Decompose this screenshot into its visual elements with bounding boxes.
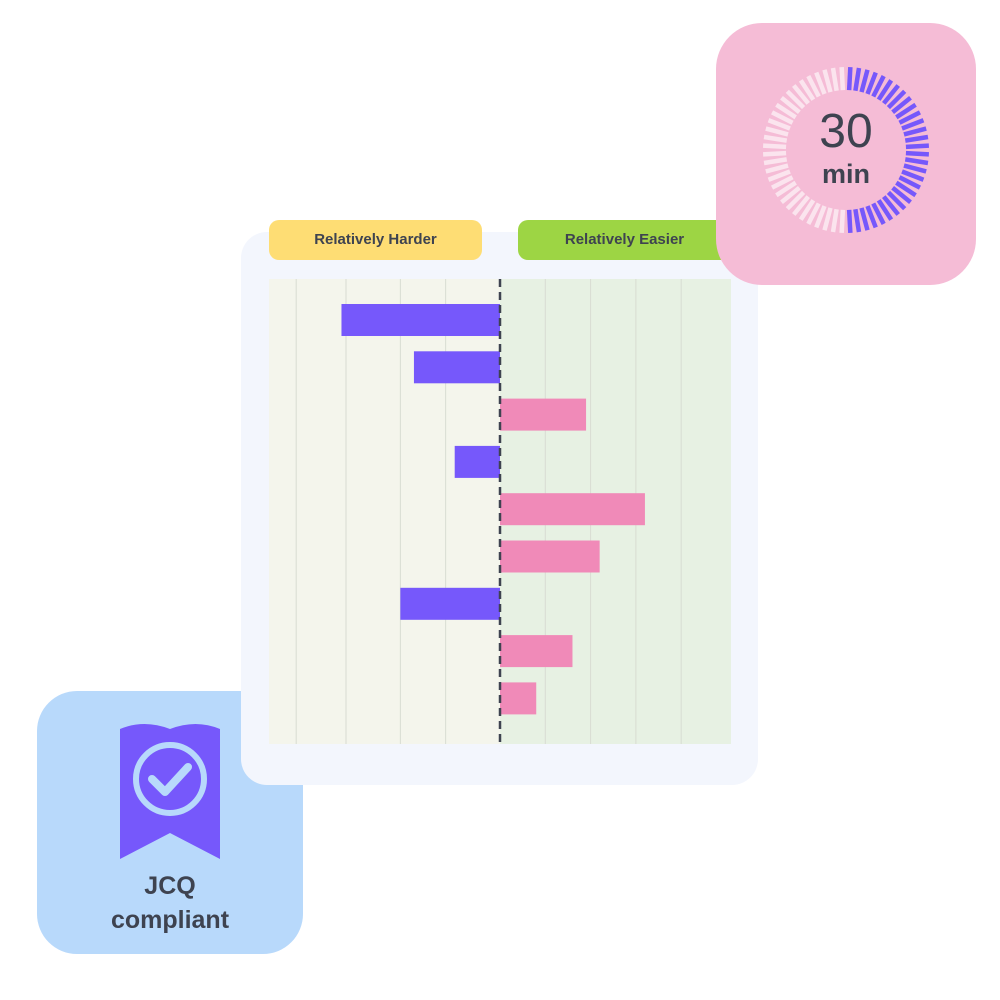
timer-tick [871,75,886,98]
timer-tick [767,169,791,182]
timer-tick [798,79,816,101]
timer-tick [853,208,862,233]
timer-tick [891,96,912,114]
harder-bar [400,587,500,620]
difficulty-chart-card [241,232,758,785]
timer-value: 30 [819,105,873,158]
timer-tick [905,143,930,150]
timer-tick [763,134,788,143]
timer-tick [898,175,921,190]
relatively-easier-label: Relatively Easier [518,220,731,260]
timer-tick [830,67,839,92]
easier-bar [500,635,573,668]
harder-region-background [269,279,500,744]
timer-tick [822,207,833,231]
timer-tick [798,199,816,221]
easier-bar [500,682,537,715]
timer-tick [780,186,801,204]
timer-tick [762,150,787,157]
timer-tick [871,202,886,225]
timer-tick [904,157,929,166]
timer-tick [771,175,794,190]
harder-bar [341,304,500,336]
timer-tick [767,118,791,131]
timer-tick [903,163,927,174]
timer-tick [891,186,912,204]
timer-tick [859,207,870,231]
timer-tick [901,118,925,131]
timer-tick [814,71,827,95]
timer-tick [765,126,789,137]
timer-tick [895,180,917,198]
timer-tick [785,190,806,211]
timer-tick [771,110,794,125]
shield-check-icon [120,724,220,859]
timer-tick [830,208,839,233]
timer-tick [904,134,929,143]
timer-tick [792,195,810,216]
timer-tick [775,102,797,120]
timer-card: 30 min [716,23,976,285]
timer-tick [775,180,797,198]
timer-tick [898,110,921,125]
timer-tick [903,126,927,137]
timer-tick [785,89,806,110]
timer-tick [846,66,853,91]
timer-unit: min [821,159,870,189]
harder-bar [413,351,500,384]
timer-tick [882,195,900,216]
timer-tick [853,67,862,92]
timer-tick [765,163,789,174]
timer-tick [895,102,917,120]
easier-bar [500,398,587,431]
timer-tick [806,202,821,225]
timer-tick [846,209,853,234]
timer-tick [876,199,894,221]
timer-tick [859,69,870,93]
timer-tick [886,89,907,110]
timer-tick [865,205,878,229]
timer-tick [762,143,787,150]
easier-bar [500,540,600,573]
timer-tick [882,84,900,105]
timer-tick [822,69,833,93]
timer-tick [901,169,925,182]
jcq-compliant-label: JCQ compliant [110,872,230,934]
harder-bar [454,445,500,478]
easier-bar [500,493,645,526]
countdown-ring-icon [762,66,930,234]
timer-tick [876,79,894,101]
timer-tick [806,75,821,98]
relatively-harder-label: Relatively Harder [269,220,482,260]
timer-tick [886,190,907,211]
timer-tick [780,96,801,114]
timer-tick [865,71,878,95]
timer-tick [839,66,846,91]
timer-tick [814,205,827,229]
timer-tick [763,157,788,166]
timer-tick [905,150,930,157]
difficulty-chart [269,279,731,744]
timer-tick [792,84,810,105]
timer-tick [839,209,846,234]
